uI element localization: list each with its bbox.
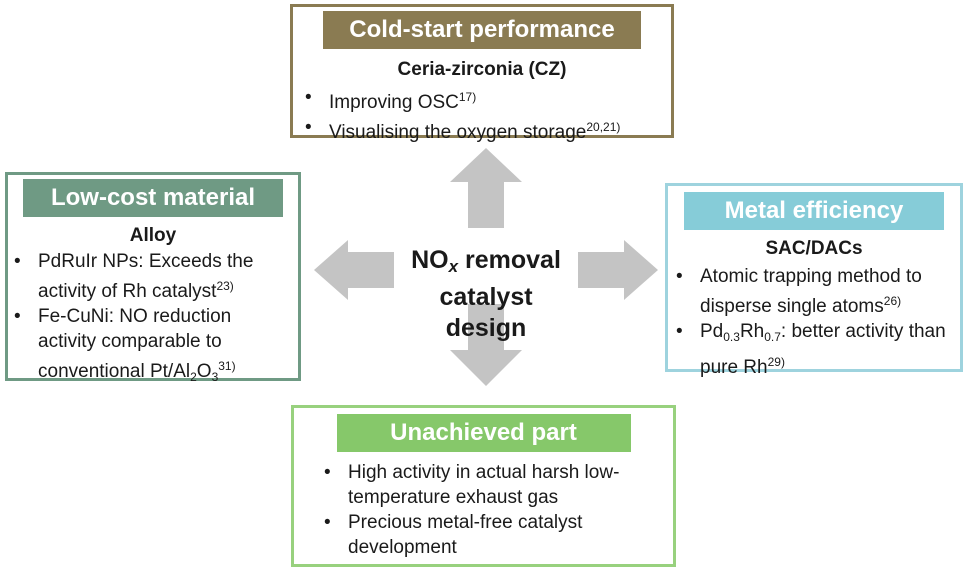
list-item: Precious metal-free catalyst development xyxy=(318,510,665,560)
arrow-left xyxy=(314,240,394,300)
unachieved-list: High activity in actual harsh low-temper… xyxy=(318,460,665,560)
list-item: High activity in actual harsh low-temper… xyxy=(318,460,665,510)
cold-start-subtitle: Ceria-zirconia (CZ) xyxy=(397,59,567,80)
metal-efficiency-list: Atomic trapping method to disperse singl… xyxy=(670,264,956,380)
metal-efficiency-header: Metal efficiency xyxy=(684,192,944,230)
low-cost-header: Low-cost material xyxy=(23,179,283,217)
arrow-down xyxy=(450,304,522,386)
cold-start-header: Cold-start performance xyxy=(323,11,641,49)
metal-efficiency-box: Metal efficiency SAC/DACs Atomic trappin… xyxy=(665,183,963,378)
center-title: NOx removal catalyst design xyxy=(398,245,574,344)
low-cost-list: PdRuIr NPs: Exceeds the activity of Rh c… xyxy=(8,249,294,390)
arrow-right xyxy=(578,240,658,300)
metal-efficiency-subtitle: SAC/DACs xyxy=(765,238,863,259)
low-cost-box: Low-cost material Alloy PdRuIr NPs: Exce… xyxy=(5,172,301,384)
list-item: Fe-CuNi: NO reduction activity comparabl… xyxy=(8,304,294,390)
list-item: Atomic trapping method to disperse singl… xyxy=(670,264,956,319)
unachieved-box: Unachieved part High activity in actual … xyxy=(291,405,676,567)
list-item: Visualising the oxygen storage20,21) xyxy=(299,115,665,145)
center-line-2: catalyst design xyxy=(439,283,533,342)
unachieved-header: Unachieved part xyxy=(336,414,631,452)
low-cost-subtitle: Alloy xyxy=(129,225,177,246)
list-item: Improving OSC17) xyxy=(299,85,665,115)
center-line-1: NOx removal xyxy=(411,246,561,276)
cold-start-list: Improving OSC17) Visualising the oxygen … xyxy=(299,85,665,145)
list-item: Pd0.3Rh0.7: better activity than pure Rh… xyxy=(670,319,956,380)
cold-start-box: Cold-start performance Ceria-zirconia (C… xyxy=(290,4,674,143)
arrow-up xyxy=(450,148,522,228)
list-item: PdRuIr NPs: Exceeds the activity of Rh c… xyxy=(8,249,294,304)
